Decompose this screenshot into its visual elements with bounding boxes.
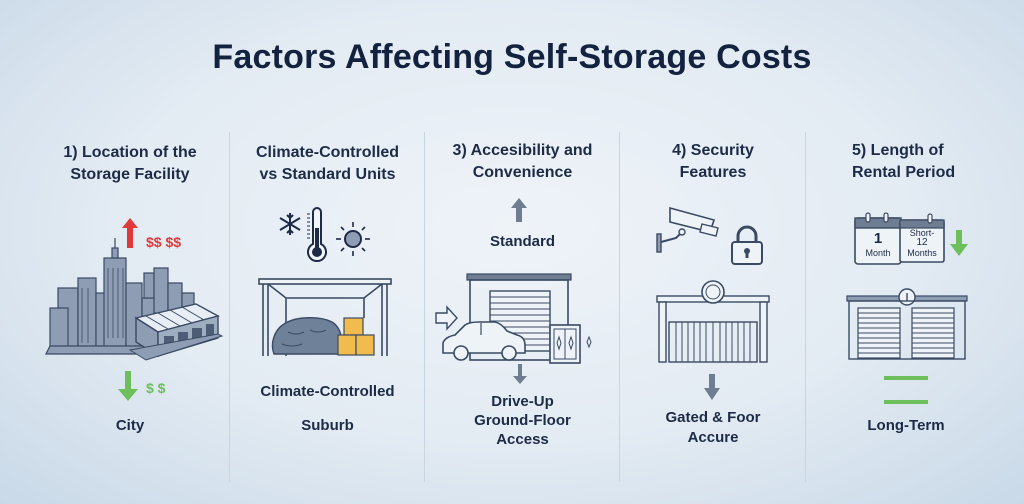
column-divider <box>805 132 806 482</box>
factor-heading: Climate-Controlled vs Standard Units <box>255 144 400 183</box>
storage-building-icon <box>128 303 224 361</box>
price-high: $$ $$ <box>146 234 182 250</box>
price-low: $ $ <box>146 380 166 396</box>
factor-sublabel: Suburb <box>301 417 354 434</box>
calendar-month-number: 1 <box>873 230 883 247</box>
factor-security: 4) Security Features Gated & Foor Accure <box>620 130 806 480</box>
equals-icon <box>884 376 928 404</box>
arrow-down-icon <box>118 371 138 401</box>
factor-heading: 4) Security Features <box>672 142 754 181</box>
car-icon <box>442 321 526 361</box>
arrow-down-icon <box>704 374 720 400</box>
factor-rental-period: 5) Length of Rental Period 1 Month Short… <box>806 130 1006 480</box>
factor-heading: 5) Length of Rental Period <box>852 142 956 181</box>
column-divider <box>424 132 425 482</box>
arrow-down-icon <box>513 364 527 384</box>
factor-label: City <box>115 417 145 434</box>
boxes-icon <box>337 317 375 356</box>
factor-label: Long-Term <box>867 417 945 434</box>
storage-units-icon <box>846 288 968 360</box>
column-divider <box>619 132 620 482</box>
arrow-down-icon <box>950 230 968 256</box>
city-skyline-icon <box>45 238 224 361</box>
sun-icon <box>336 222 370 256</box>
covered-furniture-icon <box>271 317 343 355</box>
storage-unit-icon <box>258 278 392 356</box>
column-divider <box>229 132 230 482</box>
factor-heading: 3) Accesibility and Convenience <box>452 142 593 181</box>
calendar-icon <box>854 212 945 265</box>
factor-label: Drive-Up Ground-Floor Access <box>474 393 571 448</box>
snowflake-icon <box>279 213 301 235</box>
factor-location: 1) Location of the Storage Facility $$ $… <box>30 130 230 480</box>
thermometer-icon <box>307 207 327 263</box>
page-title: Factors Affecting Self-Storage Costs <box>212 38 812 76</box>
standard-label: Standard <box>489 233 555 250</box>
garage-icon <box>435 273 592 364</box>
calendar-short-term: Short- 12 Months <box>907 228 937 258</box>
factor-accessibility: 3) Accesibility and Convenience Standard <box>425 130 620 480</box>
arrow-up-icon <box>122 218 138 248</box>
arrow-right-icon <box>435 305 458 331</box>
factor-heading: 1) Location of the Storage Facility <box>63 144 197 183</box>
padlock-icon <box>731 225 763 265</box>
security-camera-icon <box>656 206 719 253</box>
factor-climate: Climate-Controlled vs Standard Units <box>230 130 425 480</box>
gate-icon <box>656 280 770 363</box>
factor-label: Climate-Controlled <box>260 383 395 400</box>
arrow-up-icon <box>511 198 527 222</box>
calendar-month-text: Month <box>865 248 891 258</box>
door-icon <box>549 324 592 364</box>
factor-label: Gated & Foor Accure <box>665 409 761 446</box>
